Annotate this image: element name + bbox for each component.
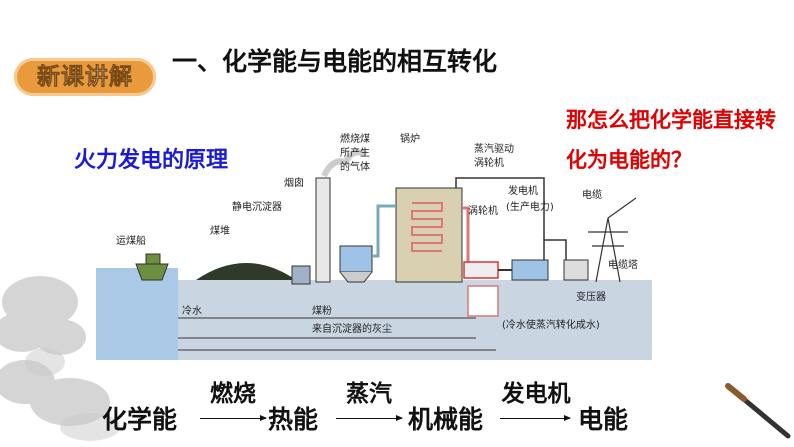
arrow-icon xyxy=(200,415,267,421)
flow-electric-energy: 电能 xyxy=(578,405,629,434)
boiler-label: 锅炉 xyxy=(400,133,420,145)
flow-heat-energy: 热能 xyxy=(268,405,319,434)
steam-label-1: 蒸汽驱动 xyxy=(474,142,514,155)
transformer-icon xyxy=(563,259,589,281)
generator-icon xyxy=(511,259,549,281)
coal-pile-icon xyxy=(196,263,296,280)
flow-chemical-energy: 化学能 xyxy=(102,405,178,434)
turbine-label: 涡轮机 xyxy=(468,204,498,217)
power-line-label: 电缆 xyxy=(582,188,602,201)
coal-ship-icon xyxy=(135,253,169,281)
coal-powder-label: 煤粉 xyxy=(312,304,332,317)
precipitator-label: 静电沉淀器 xyxy=(232,200,282,213)
brush-decoration xyxy=(725,383,791,439)
generator-label-2: (生产电力) xyxy=(506,200,554,213)
question-text: 那怎么把化学能直接转化为电能的？ xyxy=(566,108,776,172)
flow-arrow-1-label: 燃烧 xyxy=(210,381,256,407)
cold-water-label: 冷水 xyxy=(182,304,202,317)
transformer-label: 变压器 xyxy=(576,290,606,303)
lesson-badge-label: 新课讲解 xyxy=(37,64,133,91)
flow-arrow-1: 燃烧 xyxy=(200,374,267,424)
chimney-icon xyxy=(315,177,331,283)
lesson-badge: 新课讲解 xyxy=(14,58,156,96)
arrow-icon xyxy=(500,415,571,421)
power-tower-icon xyxy=(588,197,637,283)
precipitator-icon xyxy=(339,245,373,273)
ship-label: 运煤船 xyxy=(116,234,146,247)
chimney-label: 烟囱 xyxy=(284,176,304,189)
flow-arrow-3: 发电机 xyxy=(500,374,572,424)
flow-arrow-2: 蒸汽 xyxy=(336,374,403,424)
power-plant-diagram: 运煤船 煤堆 静电沉淀器 烟囱 燃烧煤 所产生 的气体 锅炉 蒸汽驱动 涡轮机 … xyxy=(96,132,652,360)
steam-label-2: 涡轮机 xyxy=(474,156,504,169)
condenser-icon xyxy=(467,285,499,317)
coal-pile-label: 煤堆 xyxy=(210,224,230,237)
flue-gas-label-1: 燃烧煤 xyxy=(340,132,370,145)
section-title: 火力发电的原理 xyxy=(74,148,229,173)
arrow-icon xyxy=(336,415,403,421)
flow-mechanical-energy: 机械能 xyxy=(408,405,484,434)
ash-label: 来自沉淀器的灰尘 xyxy=(312,322,392,335)
ink-flower-decoration xyxy=(0,276,120,441)
generator-label-1: 发电机 xyxy=(508,184,538,197)
turbine-icon xyxy=(463,261,499,279)
condense-label: (冷水使蒸汽转化成水) xyxy=(502,318,600,331)
flow-arrow-2-label: 蒸汽 xyxy=(346,381,392,407)
flow-arrow-3-label: 发电机 xyxy=(501,381,571,407)
flue-gas-label-3: 的气体 xyxy=(340,160,370,173)
water-area xyxy=(96,268,178,360)
page-title: 一、化学能与电能的相互转化 xyxy=(172,47,498,76)
tower-label: 电缆塔 xyxy=(608,258,638,271)
flue-gas-label-2: 所产生 xyxy=(340,146,370,159)
ground-area xyxy=(96,280,652,360)
